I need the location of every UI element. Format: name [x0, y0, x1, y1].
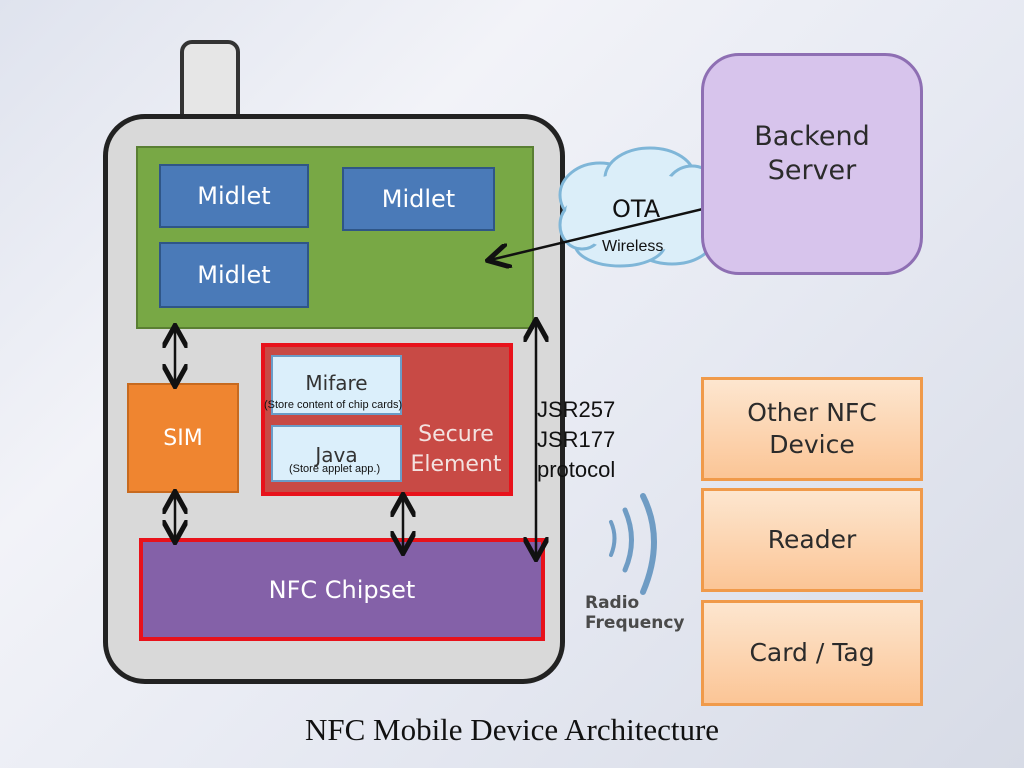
midlet-2: Midlet [342, 167, 495, 231]
diagram-caption: NFC Mobile Device Architecture [304, 712, 720, 747]
java-box: Java [271, 425, 402, 482]
nfc-chipset: NFC Chipset [139, 538, 545, 641]
radio-wave-icon [609, 493, 657, 595]
protocol-label: JSR257 JSR177 protocol [537, 397, 616, 482]
mifare-note: (Store content of chip cards) [264, 399, 403, 411]
card-tag: Card / Tag [701, 600, 923, 706]
midlet-3: Midlet [159, 242, 309, 308]
ota-label: OTA [612, 195, 661, 223]
reader: Reader [701, 488, 923, 592]
mifare-box: Mifare [271, 355, 402, 415]
radio-frequency-label: Radio Frequency [585, 593, 685, 633]
midlet-1: Midlet [159, 164, 309, 228]
wireless-label: Wireless [602, 238, 664, 255]
java-note: (Store applet app.) [289, 463, 381, 475]
